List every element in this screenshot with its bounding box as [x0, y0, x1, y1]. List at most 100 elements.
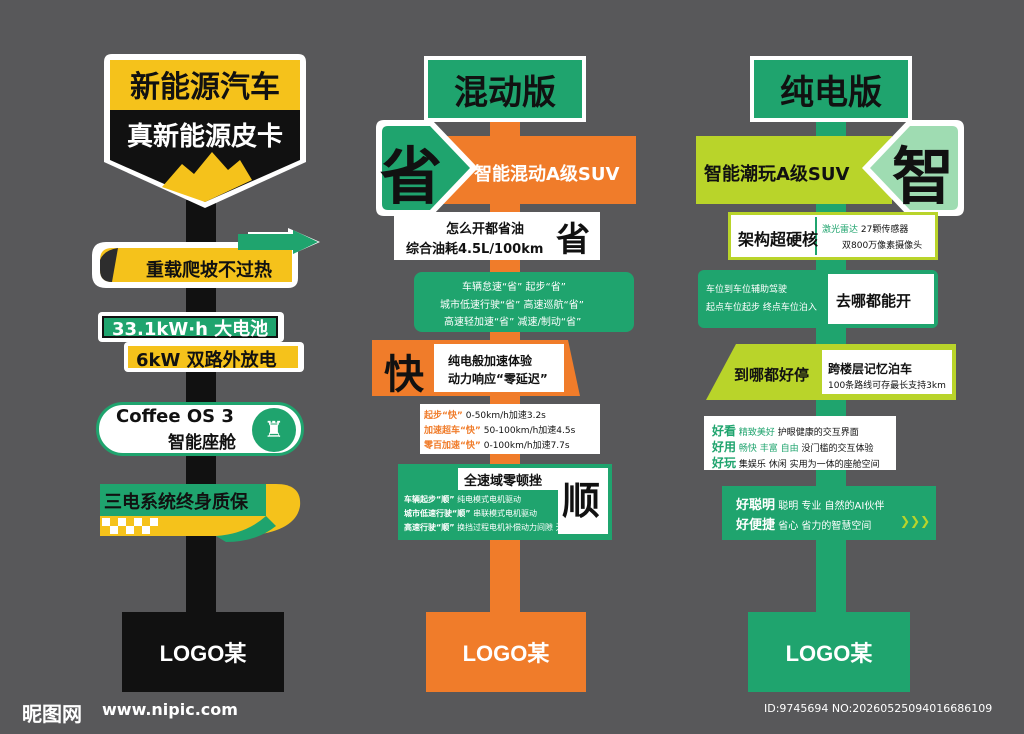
sheng-small: 省 [556, 220, 590, 260]
feat-line1: 车辆怠速“省” 起步“省” [462, 282, 566, 293]
smart-row-0: 好聪明 聪明 专业 自然的AI伙伴 [736, 494, 884, 513]
zhi-suv-bar [696, 136, 892, 204]
middle-logo-base: LOGO某 [426, 612, 586, 692]
kuai-sign-shape [372, 340, 580, 396]
fun-tag: 集娱乐 休闲 实用为一体的座舱空间 [738, 460, 880, 470]
seat-icon: ♜ [252, 408, 296, 452]
accel-row-0: 起步“快” 0-50km/h加速3.2s [424, 408, 546, 421]
right-suv: 智能潮玩A级SUV [704, 164, 850, 185]
left-logo: LOGO某 [159, 641, 247, 666]
os-line1: Coffee OS 3 [116, 406, 234, 427]
smart-desc: 聪明 专业 自然的AI伙伴 [778, 501, 885, 512]
kuai-line1: 纯电般加速体验 [448, 354, 533, 368]
middle-suv: 智能混动A级SUV [474, 164, 620, 185]
accel-value: 0-50km/h加速3.2s [465, 411, 546, 421]
shun-title: 全速域零顿挫 [464, 474, 543, 489]
fun-desc: 没门槛的交互体验 [801, 444, 874, 454]
feat-line3: 高速轻加速“省” 减速/制动“省” [444, 317, 582, 328]
accel-value: 0-100km/h加速7.7s [483, 441, 570, 451]
accel-row-1: 加速超车“快” 50-100km/h加速4.5s [424, 423, 575, 436]
park-sign [698, 270, 938, 328]
memory-title: 跨楼层记忆泊车 [828, 362, 913, 376]
park-line1: 车位到车位辅助驾驶 [706, 285, 788, 295]
right-logo: LOGO某 [785, 641, 873, 666]
climb-label: 重载爬坡不过热 [146, 260, 272, 281]
warranty-sign-shape [100, 484, 301, 542]
accel-label: 零百加速“快” [424, 441, 481, 451]
oil-line1: 怎么开都省油 [446, 222, 525, 237]
camera-text: 双800万像素摄像头 [842, 241, 923, 251]
right-title: 纯电版 [780, 72, 882, 113]
battery-sign [98, 312, 284, 342]
fun-row-2: 好玩 集娱乐 休闲 实用为一体的座舱空间 [712, 454, 880, 471]
discharge-label: 6kW 双路外放电 [136, 350, 277, 371]
stop-label: 到哪都好停 [734, 366, 810, 384]
accel-sign [420, 404, 600, 454]
middle-title: 混动版 [454, 72, 556, 113]
fun-tag: 精致美好 [738, 428, 775, 438]
fun-desc: 护眼健康的交互界面 [777, 428, 859, 438]
chevron-arrows-icon: ❯❯❯ [900, 514, 931, 528]
smart-desc: 省心 省力的智慧空间 [778, 521, 872, 532]
fun-sign [704, 416, 896, 470]
fun-label: 好看 [712, 424, 737, 438]
sheng-char: 省 [380, 140, 443, 213]
park-line2: 起点车位起步 终点车位泊入 [706, 303, 817, 313]
smart-row-1: 好便捷 省心 省力的智慧空间 [736, 514, 871, 533]
fun-tag: 畅快 丰富 自由 [738, 444, 799, 454]
discharge-sign [124, 342, 304, 372]
climb-sign-shape [92, 228, 320, 288]
smart-sign [722, 486, 936, 540]
middle-header: 混动版 [424, 56, 586, 122]
fun-row-1: 好用 畅快 丰富 自由 没门槛的交互体验 [712, 438, 874, 455]
shun-row-0: 车辆起步“顺” 纯电模式电机驱动 [404, 494, 521, 505]
sensor-row: 激光雷达 27颗传感器 [822, 222, 908, 235]
zhi-char: 智 [892, 140, 955, 213]
arch-sign [728, 212, 938, 260]
sheng-feature-sign [414, 272, 634, 332]
right-header: 纯电版 [750, 56, 912, 122]
right-logo-base: LOGO某 [748, 612, 910, 692]
kuai-line2: 动力响应“零延迟” [448, 372, 548, 386]
fun-row-0: 好看 精致美好 护眼健康的交互界面 [712, 422, 859, 439]
left-logo-base: LOGO某 [122, 612, 284, 692]
smart-label: 好聪明 [736, 498, 776, 513]
shun-row-1: 城市低速行驶“顺” 串联模式电机驱动 [404, 508, 537, 519]
watermark-url: www.nipic.com [102, 700, 238, 719]
shun-label: 城市低速行驶“顺” [404, 509, 471, 518]
memory-desc: 100条路线可存最长支持3km [828, 381, 946, 391]
smart-label: 好便捷 [736, 518, 776, 533]
shun-value: 纯电模式电机驱动 [457, 495, 522, 504]
left-header-shield [104, 54, 306, 208]
accel-value: 50-100km/h加速4.5s [483, 426, 576, 436]
fun-label: 好用 [712, 440, 737, 454]
oil-line2: 综合油耗4.5L/100km [406, 242, 544, 257]
shun-row-2: 高速行驶“顺” 换挡过程电机补偿动力间隙 无缝切换 [404, 522, 588, 533]
go-label: 去哪都能开 [836, 292, 912, 310]
left-title: 新能源汽车 [130, 70, 280, 105]
watermark-bar [0, 692, 1024, 734]
shun-label: 高速行驶“顺” [404, 523, 455, 532]
watermark-brand: 昵图网 [22, 702, 82, 726]
shun-sign [398, 464, 612, 540]
kuai-char: 快 [384, 352, 424, 398]
arch-label: 架构超硬核 [738, 230, 819, 249]
middle-logo: LOGO某 [462, 641, 550, 666]
sheng-shape [376, 120, 478, 216]
lidar-label: 激光雷达 [822, 225, 859, 235]
oil-sign [394, 212, 600, 260]
watermark-id: ID:9745694 NO:20260525094016686109 [764, 702, 993, 715]
accel-row-2: 零百加速“快” 0-100km/h加速7.7s [424, 438, 570, 451]
left-subtitle: 真新能源皮卡 [126, 121, 283, 152]
shun-value: 换挡过程电机补偿动力间隙 无缝切换 [457, 523, 588, 532]
feat-line2: 城市低速行驶“省” 高速巡航“省” [440, 300, 584, 311]
shun-label: 车辆起步“顺” [404, 495, 455, 504]
shun-value: 串联模式电机驱动 [473, 509, 538, 518]
sensor-count: 27颗传感器 [860, 225, 909, 235]
warranty-label: 三电系统终身质保 [104, 492, 248, 513]
os-line2: 智能座舱 [168, 433, 236, 453]
battery-label: 33.1kW·h 大电池 [112, 319, 269, 340]
accel-label: 加速超车“快” [424, 426, 481, 436]
accel-label: 起步“快” [424, 411, 463, 421]
fun-label: 好玩 [712, 456, 737, 470]
